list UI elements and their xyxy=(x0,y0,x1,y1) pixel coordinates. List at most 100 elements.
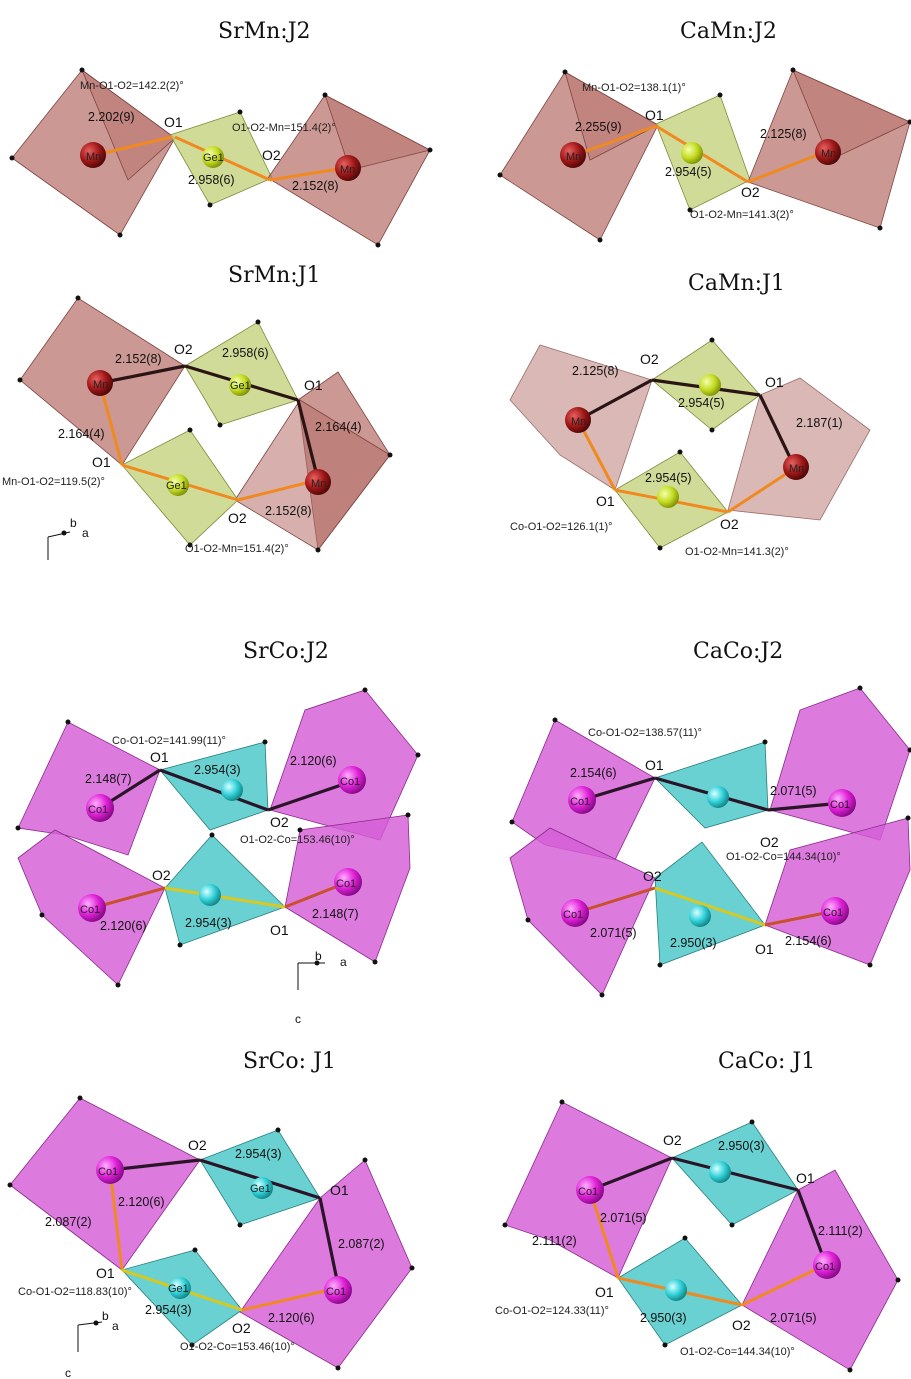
atom-label: Ge1 xyxy=(250,1183,271,1195)
panel-title: SrMn:J2 xyxy=(218,19,311,44)
bond-o1-mn xyxy=(758,394,797,469)
mn-atom xyxy=(815,139,841,165)
panel-camn-j1: CaMn:J1 Mn Mn 2.125(8) O2 2.954(5) O1 2.… xyxy=(509,271,871,558)
bond-length-label: 2.148(7) xyxy=(85,772,132,786)
atom-label: Ge1 xyxy=(166,480,187,492)
atom-o2-label: O2 xyxy=(262,147,281,163)
svg-text:b: b xyxy=(102,1309,109,1323)
co-octahedron-tr xyxy=(769,687,911,841)
bond-mn-o1 xyxy=(576,419,617,491)
ge-atom xyxy=(681,142,703,164)
bond-length-label: 2.950(3) xyxy=(718,1139,765,1153)
bond-length-label: 2.071(5) xyxy=(590,926,637,940)
bond-length-label: 2.087(2) xyxy=(45,1215,92,1229)
bond-length-label: 2.202(9) xyxy=(88,110,135,124)
atom-o2-label: O2 xyxy=(152,867,171,883)
bond-co-o2 xyxy=(589,1156,673,1192)
bond-o2-co xyxy=(267,780,351,812)
angle-label: Mn-O1-O2=119.5(2)° xyxy=(2,476,105,488)
mn-octahedron-left-face xyxy=(81,68,176,181)
co-atom xyxy=(821,897,849,925)
angle-label: O1-O2-Co=144.34(10)° xyxy=(726,851,841,863)
ge-tetrahedron-top xyxy=(654,741,769,829)
atom-label: Mn xyxy=(789,463,804,475)
atom-label: Ge1 xyxy=(230,380,251,392)
atom-o1-label: O1 xyxy=(596,493,615,509)
atom-label: Mn xyxy=(86,151,101,163)
atom-o1-label: O1 xyxy=(796,1170,815,1186)
atom-o2-label: O2 xyxy=(232,1320,251,1336)
panel-title: SrCo:J2 xyxy=(243,639,329,664)
co-atom xyxy=(568,786,596,814)
atom-o1-label: O1 xyxy=(164,114,183,130)
bond-length-label: 2.954(5) xyxy=(665,165,712,179)
panel-title: CaCo:J2 xyxy=(693,639,783,664)
atom-o1-label: O1 xyxy=(645,107,664,123)
co-octahedron-right xyxy=(239,1159,413,1369)
atom-o1-label: O1 xyxy=(96,1265,115,1281)
bond-o2-co xyxy=(741,1263,826,1307)
ge-atom xyxy=(709,1161,731,1183)
angle-label: O1-O2-Mn=151.4(2)° xyxy=(232,122,336,134)
bond-o2-o1 xyxy=(164,886,286,909)
mn-octahedron-right xyxy=(727,377,871,521)
mn-octahedron-left-face xyxy=(564,71,659,161)
bond-length-label: 2.152(8) xyxy=(265,504,312,518)
co-atom xyxy=(96,1156,124,1184)
atom-label: Co1 xyxy=(830,799,850,811)
bond-o2-co xyxy=(241,1286,339,1312)
co-atom xyxy=(813,1251,841,1279)
atom-o1-label: O1 xyxy=(765,374,784,390)
atom-label: Mn xyxy=(311,478,326,490)
ge-atom xyxy=(229,374,251,396)
bond-length-label: 2.187(1) xyxy=(796,416,843,430)
bond-co-o1 xyxy=(588,1189,620,1279)
atom-label: Co1 xyxy=(88,804,108,816)
atom-label: Co1 xyxy=(815,1261,835,1273)
bond-length-label: 2.154(6) xyxy=(570,766,617,780)
angle-label: O1-O2-Co=153.46(10)° xyxy=(240,834,355,846)
mn-atom xyxy=(80,142,106,168)
atom-o2-label: O2 xyxy=(188,1137,207,1153)
bond-length-label: 2.950(3) xyxy=(670,936,717,950)
angle-label: Co-O1-O2=124.33(11)° xyxy=(495,1305,609,1317)
bond-length-label: 2.087(2) xyxy=(338,1237,385,1251)
panel-srco-j2: SrCo:J2 Co1 Co1 Co1 Co1 Co-O1-O2=141.99(… xyxy=(15,639,421,1026)
atom-o1-label: O1 xyxy=(595,1284,614,1300)
bond-mn-o1 xyxy=(574,124,657,157)
mn-octahedron-right-face xyxy=(792,69,911,161)
bond-length-label: 2.120(6) xyxy=(268,1311,315,1325)
mn-atom xyxy=(783,454,809,480)
bond-length-label: 2.164(4) xyxy=(58,427,105,441)
bond-o2-o1 xyxy=(654,886,766,927)
atom-o2-label: O2 xyxy=(663,1132,682,1148)
bond-length-label: 2.120(6) xyxy=(290,754,337,768)
angle-label: O1-O2-Co=144.34(10)° xyxy=(680,1346,795,1358)
axis-triad: b a c xyxy=(65,1309,119,1379)
bond-length-label: 2.954(3) xyxy=(185,916,232,930)
angle-label: O1-O2-Mn=151.4(2)° xyxy=(185,543,289,555)
atom-o2-label: O2 xyxy=(760,834,779,850)
co-atom xyxy=(338,766,366,794)
bond-o2-mn xyxy=(269,166,346,182)
atom-label: Co1 xyxy=(326,1286,346,1298)
bond-length-label: 2.071(5) xyxy=(770,784,817,798)
bond-o2-mn xyxy=(727,466,796,514)
ge-atom xyxy=(707,786,729,808)
svg-text:b: b xyxy=(70,516,77,530)
bond-length-label: 2.111(2) xyxy=(818,1224,863,1238)
ge-tetrahedron xyxy=(655,94,751,211)
svg-text:a: a xyxy=(82,526,89,540)
co-atom xyxy=(561,899,589,927)
panel-title: CaMn:J2 xyxy=(680,19,777,44)
bond-length-label: 2.958(6) xyxy=(222,346,269,360)
ge-atom xyxy=(699,374,721,396)
bond-length-label: 2.125(8) xyxy=(760,127,807,141)
atom-label: Ge1 xyxy=(168,1283,189,1295)
svg-text:a: a xyxy=(112,1319,119,1333)
mn-atom xyxy=(560,142,586,168)
bond-length-label: 2.954(5) xyxy=(645,471,692,485)
bond-length-label: 2.154(6) xyxy=(785,934,832,948)
atom-label: Mn xyxy=(566,151,581,163)
